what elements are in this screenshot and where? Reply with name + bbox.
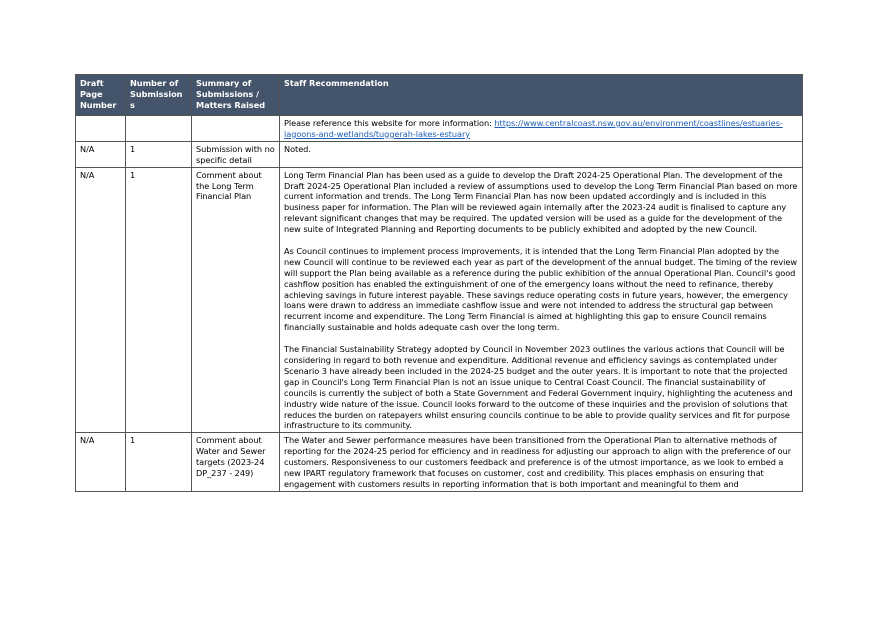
cell-page: N/A [75, 432, 126, 492]
cell-summary: Submission with no specific detail [191, 140, 280, 168]
cell-page: N/A [75, 166, 126, 434]
cell-recommendation: Long Term Financial Plan has been used a… [279, 166, 803, 434]
table-row: N/A 1 Submission with no specific detail… [75, 140, 803, 168]
table-row: Please reference this website for more i… [75, 115, 803, 142]
cell-summary [191, 115, 280, 142]
cell-page: N/A [75, 140, 126, 168]
cell-summary: Comment about Water and Sewer targets (2… [191, 432, 280, 492]
header-staff-recommendation: Staff Recommendation [279, 74, 803, 116]
tuggerah-lakes-estuary-link[interactable]: https://www.centralcoast.nsw.gov.au/envi… [284, 118, 783, 139]
table-row: N/A 1 Comment about the Long Term Financ… [75, 166, 803, 434]
recommendation-paragraph: Long Term Financial Plan has been used a… [284, 169, 798, 235]
submissions-table: Draft Page Number Number of Submissions … [75, 74, 803, 492]
cell-recommendation: Noted. [279, 140, 803, 168]
recommendation-paragraph: As Council continues to implement proces… [284, 245, 798, 333]
table-row: N/A 1 Comment about Water and Sewer targ… [75, 432, 803, 492]
cell-summary: Comment about the Long Term Financial Pl… [191, 166, 280, 434]
header-draft-page-number: Draft Page Number [75, 74, 126, 116]
cell-count: 1 [125, 166, 192, 434]
table-header-row: Draft Page Number Number of Submissions … [75, 74, 803, 116]
cell-recommendation: The Water and Sewer performance measures… [279, 432, 803, 492]
cell-count: 1 [125, 432, 192, 492]
cell-recommendation: Please reference this website for more i… [279, 115, 803, 142]
header-summary: Summary of Submissions / Matters Raised [191, 74, 280, 116]
cell-count: 1 [125, 140, 192, 168]
recommendation-paragraph: The Financial Sustainability Strategy ad… [284, 344, 793, 431]
header-number-of-submissions: Number of Submissions [125, 74, 192, 116]
cell-page [75, 115, 126, 142]
reference-text: Please reference this website for more i… [284, 118, 495, 128]
cell-count [125, 115, 192, 142]
